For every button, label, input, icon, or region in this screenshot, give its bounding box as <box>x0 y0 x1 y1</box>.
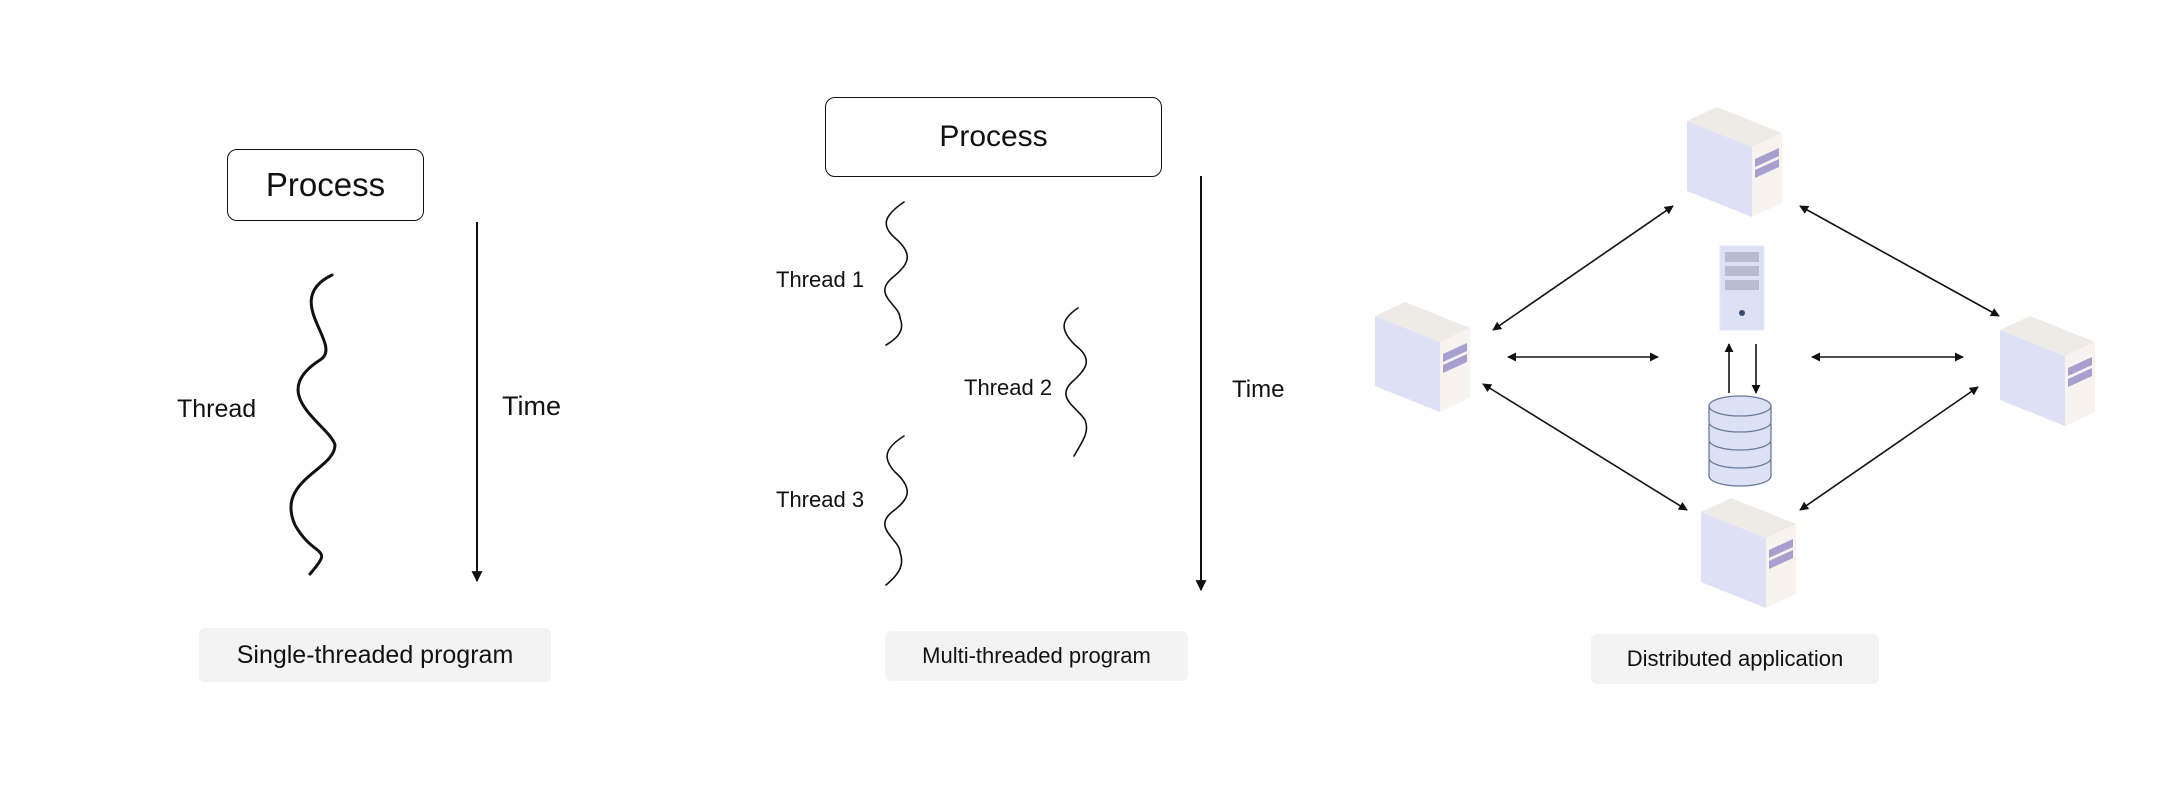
thread-1-label: Thread 1 <box>776 267 865 292</box>
multi-process-label: Process <box>939 120 1048 153</box>
thread-2-wave <box>1063 307 1088 457</box>
single-caption-text: Single-threaded program <box>236 640 514 669</box>
arrow-right-bottom <box>1799 386 1979 511</box>
distributed-caption-text: Distributed application <box>1626 646 1844 671</box>
thread-2-label: Thread 2 <box>964 375 1053 400</box>
server-top-icon <box>1687 107 1782 217</box>
multi-time-label: Time <box>1232 376 1285 403</box>
single-time-label: Time <box>502 391 561 421</box>
database-icon <box>1708 395 1772 487</box>
arrow-top-right <box>1799 205 2000 317</box>
server-right-icon <box>2000 316 2095 426</box>
distributed-arrows <box>1482 205 2000 511</box>
server-left-icon <box>1375 302 1470 412</box>
arrow-left-top <box>1492 205 1674 331</box>
arrow-left-bottom <box>1482 383 1688 511</box>
single-process-label: Process <box>265 166 386 203</box>
thread-1-wave <box>884 201 908 346</box>
multi-caption: Multi-threaded program <box>885 631 1188 681</box>
multi-caption-text: Multi-threaded program <box>922 643 1151 668</box>
distributed-caption: Distributed application <box>1591 634 1879 684</box>
thread-3-wave <box>884 435 908 586</box>
single-thread-label: Thread <box>177 395 257 423</box>
single-process-box: Process <box>227 149 424 221</box>
tower-server-icon <box>1719 245 1765 331</box>
thread-3-label: Thread 3 <box>776 487 865 512</box>
multi-process-box: Process <box>825 97 1162 177</box>
single-thread-wave <box>289 273 337 576</box>
single-caption: Single-threaded program <box>199 628 551 682</box>
server-bottom-icon <box>1701 498 1796 608</box>
